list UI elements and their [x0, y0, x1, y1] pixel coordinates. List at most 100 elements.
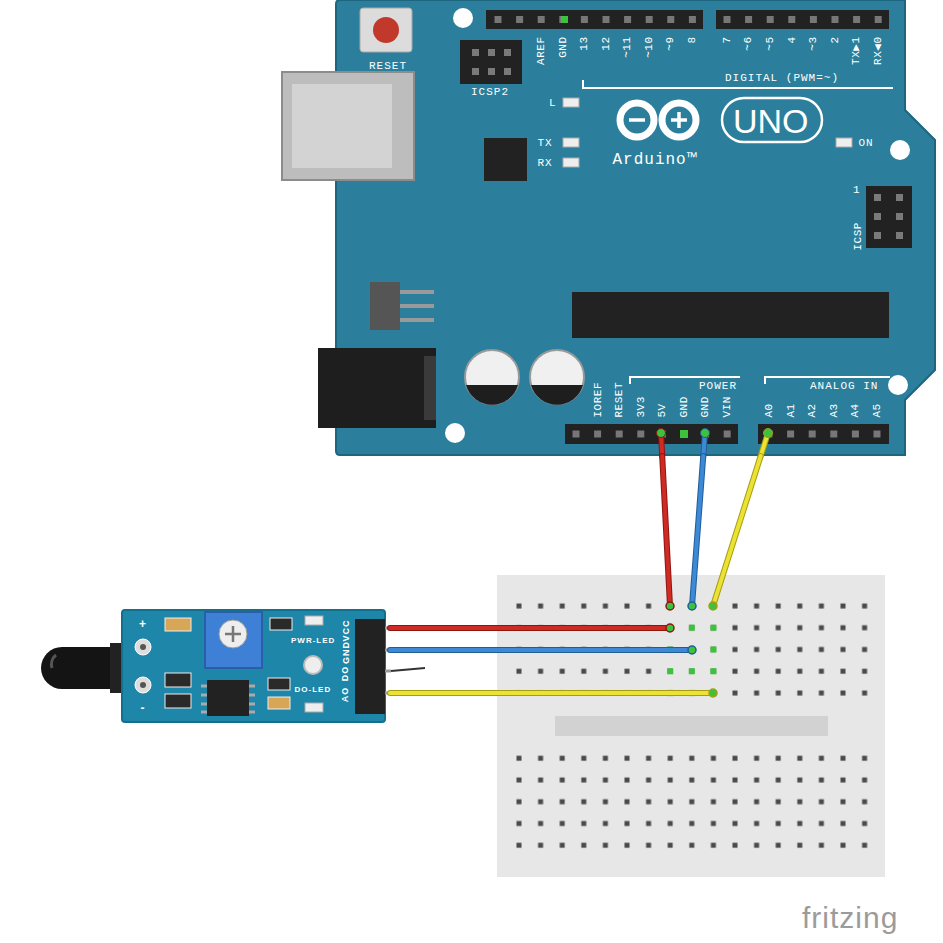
- pin-label: L: [549, 98, 557, 109]
- pin-label: DIGITAL (PWM=~): [725, 73, 839, 84]
- icsp2-header: [460, 40, 522, 84]
- jumper-wire: [390, 456, 761, 693]
- reset-button: [360, 8, 412, 52]
- chip-legs: [201, 686, 255, 712]
- wire-end: [688, 602, 696, 610]
- wire-outline: [390, 456, 761, 693]
- pin-label: ~9: [665, 36, 676, 50]
- pin-label: ~6: [743, 36, 754, 50]
- microcontroller: [572, 292, 889, 338]
- mounting-hole: [453, 8, 473, 28]
- jumper-wire: [390, 456, 670, 628]
- pin-label: GND: [700, 396, 711, 417]
- led: [563, 158, 579, 167]
- pin-label: TX▶1: [851, 36, 862, 64]
- power-jack-body: [318, 348, 436, 428]
- arduino-logo: [620, 98, 822, 142]
- silkscreen-label: GND: [342, 641, 351, 664]
- pin-label: ~3: [808, 36, 819, 50]
- signal-led: [305, 703, 323, 712]
- flame-sensor-module: + - PWR-LED VCCGNDDO AO DO-LED: [30, 606, 390, 726]
- pin-label: A2: [807, 403, 818, 417]
- pin-label: 13: [579, 36, 590, 50]
- mounting-hole: [890, 140, 910, 160]
- pin-label: 3V3: [636, 396, 647, 417]
- pin-label: A4: [850, 403, 861, 417]
- pin-label: GND: [558, 36, 569, 57]
- pin-label: ANALOG IN: [810, 381, 878, 392]
- silkscreen-label: AO: [341, 686, 350, 702]
- pin-label: Arduino™: [613, 152, 698, 168]
- header-pins: [766, 431, 890, 438]
- silkscreen-label: VCC: [342, 619, 351, 641]
- pin-label: A5: [872, 403, 883, 417]
- pin-label: 2: [830, 36, 841, 43]
- silkscreen-label: +: [139, 618, 147, 630]
- power-led: [305, 616, 323, 625]
- pin-label: VIN: [722, 396, 733, 417]
- pin-label: ~10: [644, 36, 655, 57]
- silkscreen-label: PWR-LED: [291, 637, 335, 645]
- pin-label: ~5: [765, 36, 776, 50]
- potentiometer: [205, 612, 262, 668]
- silkscreen-label: DO: [341, 665, 350, 681]
- breadboard-holes: [508, 748, 876, 857]
- pin-header: [355, 619, 385, 714]
- potentiometer-knob: [219, 620, 247, 648]
- header-pins: [573, 431, 739, 438]
- analog-header: [758, 424, 889, 444]
- led: [563, 138, 579, 147]
- power-jack-rim: [424, 356, 436, 420]
- pin-label: 1: [853, 185, 861, 196]
- wire-end: [709, 602, 717, 610]
- usb-jack-face: [290, 82, 406, 170]
- arduino-board: [282, 0, 935, 456]
- pin-label: ICSP2: [471, 87, 509, 98]
- wire-end: [764, 429, 773, 438]
- pin-label: AREF: [536, 36, 547, 64]
- solder-hole: [140, 644, 146, 650]
- pin-label: ON: [859, 138, 874, 149]
- pin-label: A1: [785, 403, 796, 417]
- wire-outline: [390, 456, 703, 650]
- pin-highlight: [561, 16, 568, 23]
- solder-pad: [135, 677, 151, 693]
- flame-sensor-module: [41, 610, 425, 722]
- usb-jack-shell: [292, 84, 392, 168]
- pin-label: UNO: [733, 104, 809, 138]
- reset-button-cap: [373, 17, 399, 43]
- pin-label: RX◀0: [873, 36, 884, 64]
- sensor-pcb: [122, 610, 385, 722]
- silkscreen-label: -: [141, 702, 146, 714]
- pin-label: ICSP: [853, 222, 864, 250]
- wires: [390, 456, 761, 693]
- led: [563, 98, 579, 107]
- ir-receiver-shine: [51, 655, 56, 668]
- watermark: fritzing: [802, 903, 898, 933]
- icsp-header: [866, 186, 912, 248]
- pin-highlight: [680, 430, 688, 438]
- arduino-uno-board: RESETICSP2AREFGND1312~11~10~987~6~54~32T…: [280, 0, 940, 456]
- usb-jack-body: [282, 72, 414, 180]
- voltage-regulator: [370, 282, 400, 330]
- solder-hole: [140, 682, 146, 688]
- mounting-hole: [445, 423, 465, 443]
- comparator-chip: [207, 680, 249, 716]
- wire-end: [709, 689, 717, 697]
- usb-jack: [282, 72, 414, 180]
- breadboard-body: [497, 575, 885, 877]
- wire-end: [701, 429, 710, 438]
- regulator-legs: [400, 292, 434, 320]
- power-jack: [318, 348, 436, 428]
- icsp-pins: [874, 194, 903, 239]
- pin-label: A3: [828, 403, 839, 417]
- solder-pad: [135, 639, 151, 655]
- pin-label: POWER: [699, 381, 737, 392]
- pin-label: A0: [764, 403, 775, 417]
- silkscreen-label: DO-LED: [295, 686, 332, 694]
- pin-label: RX: [538, 158, 553, 169]
- breadboard-channel: [555, 716, 828, 736]
- wire-end: [666, 624, 674, 632]
